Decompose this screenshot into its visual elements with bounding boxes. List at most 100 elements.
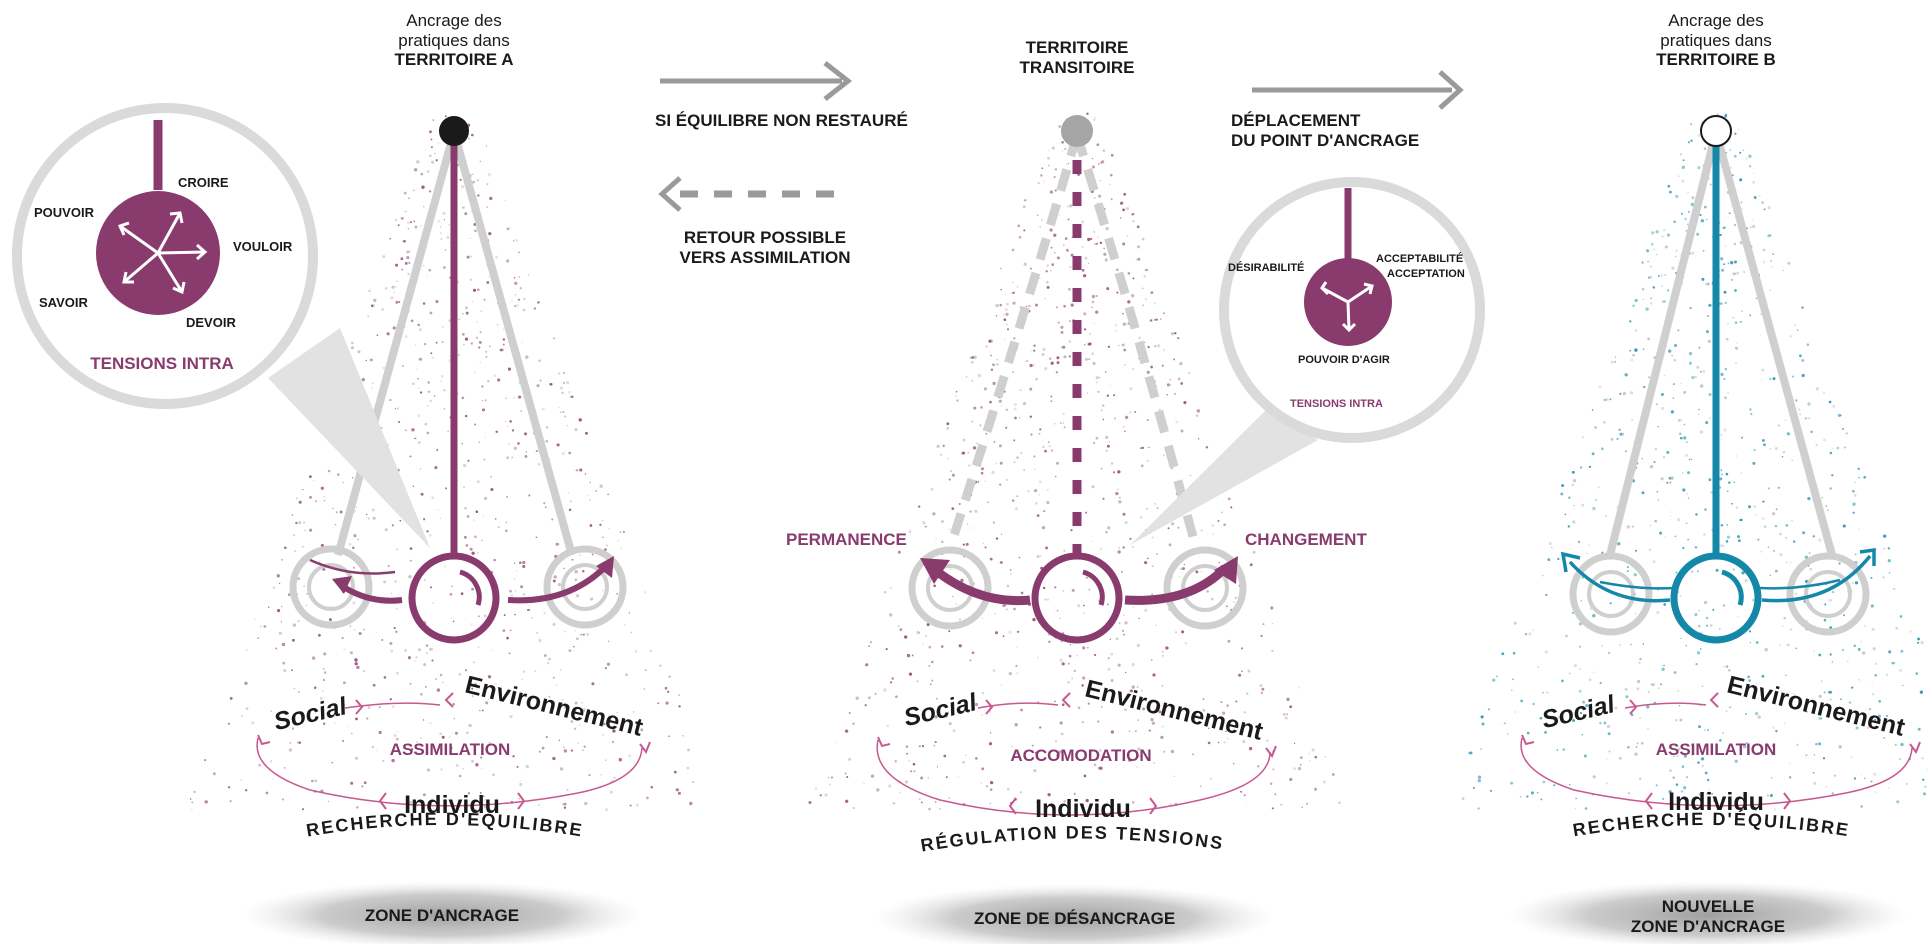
cone-dot [1634,752,1638,756]
cone-dot [343,681,346,685]
cone-dot [1626,570,1629,573]
cone-dot [1140,516,1143,519]
cone-dot [1095,376,1099,380]
cone-dot [1098,376,1100,379]
cone-dot [990,781,994,785]
cone-dot [479,792,482,794]
cone-dot [1761,517,1765,520]
cone-dot [992,669,996,673]
cone-dot [689,801,693,806]
cone-dot [560,411,562,413]
cone-dot [1020,708,1023,712]
cone-dot [489,345,491,348]
cone-dot [431,356,434,360]
cone-dot [1019,791,1022,794]
cone-dot [1661,235,1664,238]
cone-dot [1656,403,1658,405]
cone-dot [1000,533,1003,535]
cone-dot [946,457,949,460]
cone-dot [1687,141,1691,144]
cone-dot [1581,503,1585,507]
cone-dot [426,768,430,772]
cone-dot [476,179,479,182]
cone-dot [1014,402,1017,406]
cone-dot [1496,675,1498,678]
cone-dot [1747,675,1751,679]
cone-dot [1640,741,1644,745]
cone-dot [558,739,560,741]
cone-dot [1651,682,1656,687]
cone-dot [272,777,275,780]
cone-dot [406,250,410,254]
cone-dot [419,467,422,470]
cone-dot [1657,426,1660,428]
cone-dot [334,722,336,725]
cone-dot [934,741,937,744]
cone-dot [1704,508,1707,511]
cone-dot [924,525,927,528]
cone-dot [507,443,510,446]
cone-dot [314,779,318,783]
cone-dot [327,469,331,473]
cone-dot [418,744,421,747]
cone-dot [1736,342,1738,344]
cone-dot [1221,511,1223,514]
cone-dot [1170,749,1175,754]
cone-dot [278,582,281,585]
cone-dot [1627,792,1631,795]
cone-dot [1272,768,1275,771]
cone-dot [995,315,998,317]
cone-dot [1639,717,1641,719]
cone-dot [1751,180,1756,184]
cone-dot [334,523,337,526]
cone-dot [479,160,482,163]
cone-dot [397,224,400,227]
cone-dot [1761,201,1764,204]
cone-dot [1649,465,1654,469]
cone-dot [678,705,681,708]
cone-dot [1129,411,1132,414]
back-arrow-line2: VERS ASSIMILATION [679,247,851,267]
cone-dot [1033,349,1036,352]
cone-dot [342,482,344,484]
cone-dot [443,408,446,410]
cone-dot [562,381,565,385]
ring-middle [876,692,1277,816]
cone-dot [1737,535,1740,539]
changement-label: CHANGEMENT [1245,530,1367,549]
cone-dot [1182,567,1185,571]
cone-dot [1242,740,1246,744]
cone-dot [1192,753,1194,756]
cone-dot [578,418,582,422]
cone-dot [1728,668,1731,672]
cone-dot [1896,800,1900,804]
title-a-line1: Ancrage des [406,11,502,30]
cone-dot [466,731,469,734]
cone-dot [1532,702,1535,706]
cone-dot [1608,651,1611,655]
cone-dot [481,539,483,542]
cone-dot [1700,751,1702,753]
cone-dot [1594,426,1597,429]
cone-dot [1109,385,1111,387]
cone-dot [512,696,516,700]
cone-dot [1544,650,1548,654]
cone-dot [1049,190,1054,194]
cone-dot [1155,318,1158,321]
cone-dot [1619,432,1623,436]
cone-dot [1207,727,1210,730]
cone-dot [281,642,286,647]
cone-dot [989,788,993,791]
cone-dot [361,377,365,382]
cone-dot [1126,322,1129,325]
cone-dot [1809,567,1813,571]
cone-dot [1117,550,1121,554]
cone-dot [490,475,492,478]
cone-dot [419,357,423,361]
cone-dot [552,579,556,583]
cone-dot [1046,598,1050,601]
cone-dot [1707,315,1709,317]
cone-dot [1810,430,1813,434]
cone-dot [1067,680,1070,684]
cone-dot [1883,737,1885,739]
